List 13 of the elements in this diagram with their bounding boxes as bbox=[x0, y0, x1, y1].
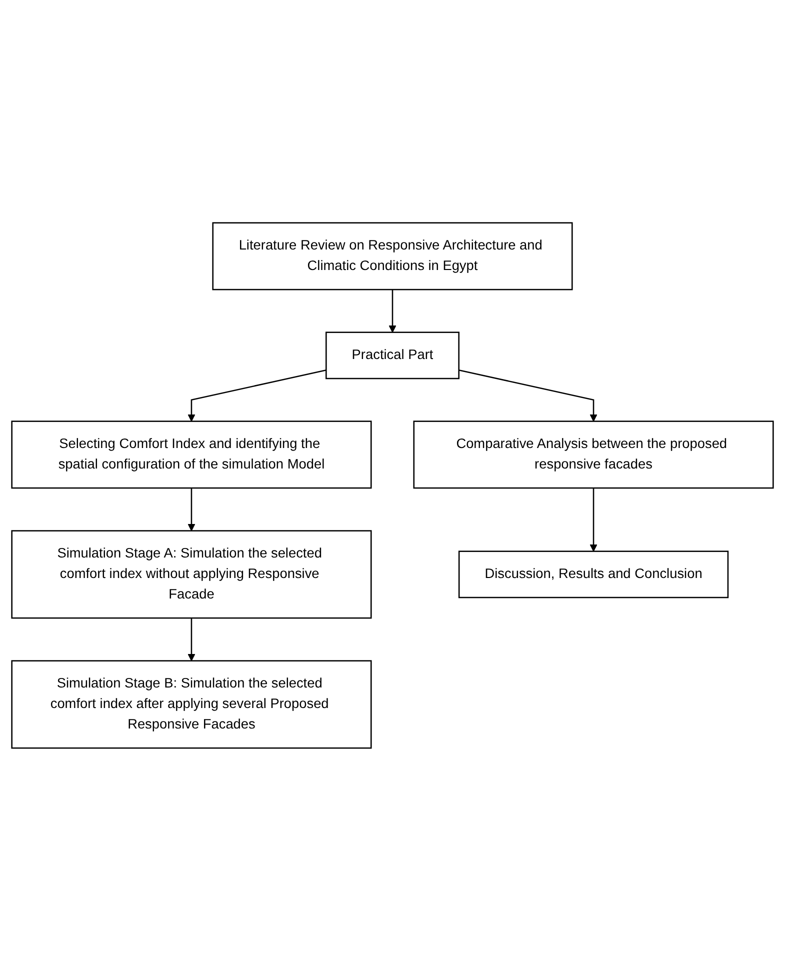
node-box: Comparative Analysis between the proposed responsive facades bbox=[413, 420, 774, 488]
arrow bbox=[458, 369, 598, 422]
node-box: Simulation Stage A: Simulation the selected comfort index without applying Responsive Facade bbox=[11, 530, 372, 618]
node-box: Literature Review on Responsive Architecture and Climatic Conditions in Egypt bbox=[212, 222, 573, 290]
node-box: Discussion, Results and Conclusion bbox=[458, 550, 729, 598]
arrow bbox=[590, 488, 598, 552]
node-box: Selecting Comfort Index and identifying the spatial configuration of the simulation Model bbox=[11, 420, 372, 488]
arrow bbox=[388, 289, 396, 332]
node-box: Practical Part bbox=[326, 331, 460, 379]
arrow bbox=[188, 369, 326, 422]
arrow bbox=[188, 618, 196, 661]
arrow bbox=[188, 488, 196, 531]
node-box: Simulation Stage B: Simulation the selected comfort index after applying several Proposed Responsive Facades bbox=[11, 660, 372, 748]
